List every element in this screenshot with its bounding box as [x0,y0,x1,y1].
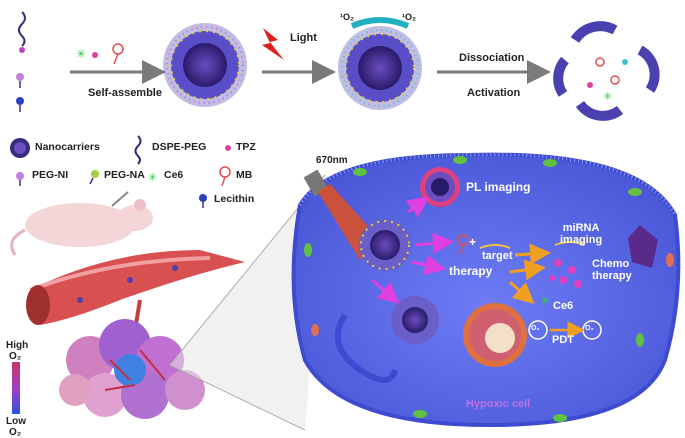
mb-probe [457,234,469,256]
target-strand [479,244,511,249]
light-label: Light [290,32,317,44]
svg-text:✳: ✳ [76,47,86,61]
nanocarrier-assembled [163,23,247,107]
components-group: ✳ [16,11,124,112]
legend-mb: MB [236,169,253,181]
chemo-therapy-label: Chemo therapy [592,258,632,282]
dissociation-label: Dissociation [459,52,525,64]
therapy-label: therapy [449,264,493,278]
chemo-dots [549,259,582,288]
oxygen-high: High O₂ [6,340,29,362]
legend-lecithin: Lecithin [214,193,255,205]
zoom-funnel [170,175,325,430]
laser-wavelength: 670nm [316,155,348,166]
legend-dspe-peg: DSPE-PEG [152,141,207,153]
pdt-label: PDT [552,334,574,346]
legend-icons: ✳ [10,135,231,208]
blood-vessel [26,250,245,325]
ce6-cell-label: Ce6 [553,300,574,312]
o2-left-label: O₂ [531,325,540,332]
oxygen-low: Low O₂ [6,416,26,438]
hypoxic-cell [291,152,681,428]
nanocarrier-irradiated [338,17,422,110]
ce6-icon: ✳ [540,294,550,308]
mirna-imaging-label: miRNA imaging [560,222,603,246]
dissociated-nanocarrier: ✳ [553,21,660,121]
hypoxic-cell-label: Hypoxic cell [466,398,531,410]
lightning-icon [262,28,284,60]
legend-peg-na: PEG-NA [104,169,145,181]
o2-ring-left [528,320,548,340]
tumor-tissue [59,299,205,419]
cell-nanocarrier [359,219,411,271]
o2-right-label: O₂ [585,325,594,332]
hybrid-strand [554,241,586,246]
svg-text:✳: ✳ [148,171,157,184]
oxygen-gradient-bar [12,362,20,414]
legend-tpz: TPZ [236,141,256,153]
nucleus [463,303,527,367]
mouse-illustration [10,191,153,256]
singlet-oxygen-right: ¹O₂ [402,12,416,22]
endocytosed-carrier [391,296,439,344]
target-label: target [482,250,513,262]
self-assemble-label: Self-assemble [88,87,162,99]
receptors [304,156,674,422]
pl-imaging-label: PL imaging [466,180,531,194]
activation-label: Activation [467,87,521,99]
target-plus: + [469,235,477,249]
singlet-oxygen-left: ¹O₂ [340,12,354,22]
legend-nanocarriers: Nanocarriers [35,141,100,153]
legend-ce6: Ce6 [164,169,184,181]
legend-peg-ni: PEG-NI [32,169,69,181]
svg-text:✳: ✳ [603,90,612,103]
crystal [628,225,658,268]
pl-imaging-carrier [420,167,460,207]
cell-arrows [371,196,551,305]
